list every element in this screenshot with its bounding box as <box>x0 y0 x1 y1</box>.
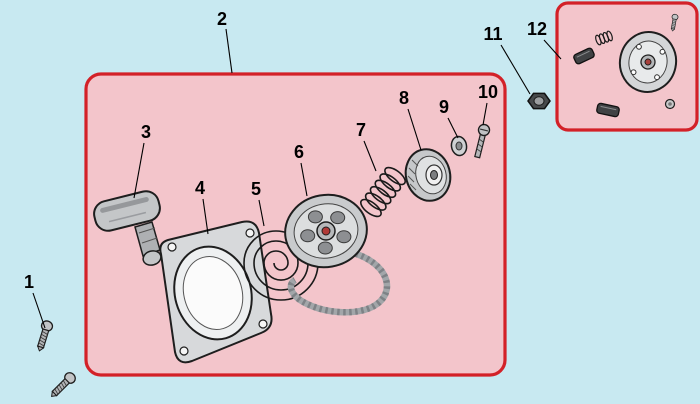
callout-4: 4 <box>195 178 209 235</box>
pulley-center <box>321 226 331 236</box>
callout-3: 3 <box>133 122 151 199</box>
callout-1: 1 <box>24 272 46 329</box>
starter-cup <box>618 31 678 93</box>
housing-screw-hole <box>245 228 255 238</box>
callout-9-number: 9 <box>439 97 449 117</box>
callout-2-number: 2 <box>217 9 227 29</box>
drum-center-hole <box>430 170 438 180</box>
starter-pawl <box>573 47 595 65</box>
callout-8: 8 <box>399 88 422 151</box>
flange-nut <box>527 92 551 110</box>
callout-4-number: 4 <box>195 178 205 198</box>
callout-10-leader <box>482 102 488 126</box>
callout-4-leader <box>202 198 209 235</box>
callout-1-leader <box>32 292 46 329</box>
callout-2: 2 <box>217 9 233 74</box>
housing-screw-hole <box>258 319 268 329</box>
callout-12-leader <box>543 39 562 60</box>
starter-rope <box>287 248 391 316</box>
starter-handle <box>93 190 162 266</box>
starter-pawl <box>596 102 620 118</box>
callout-11: 11 <box>483 24 531 95</box>
pulley-spoke-cutout <box>307 210 323 224</box>
callout-7: 7 <box>356 120 377 172</box>
callout-7-number: 7 <box>356 120 366 140</box>
callout-11-number: 11 <box>483 24 502 44</box>
pulley-spoke-cutout <box>317 241 333 255</box>
callout-5-number: 5 <box>251 179 261 199</box>
pawl-spring <box>595 30 613 46</box>
pawl-sub-assembly <box>573 13 679 118</box>
callout-6: 6 <box>294 142 308 197</box>
callout-10: 10 <box>478 82 498 126</box>
callout-12-number: 12 <box>527 19 547 39</box>
housing-screw-hole <box>179 346 189 356</box>
pulley-spoke-cutout <box>300 229 316 243</box>
callout-10-number: 10 <box>478 82 498 102</box>
callout-7-leader <box>363 140 377 172</box>
callout-1-number: 1 <box>24 272 34 292</box>
pulley-spoke-cutout <box>336 230 352 244</box>
callout-9-leader <box>447 117 459 139</box>
callout-8-leader <box>407 108 422 151</box>
callout-6-leader <box>300 162 308 197</box>
callout-11-leader <box>500 44 531 95</box>
callout-3-number: 3 <box>141 122 151 142</box>
starter-pawl-drum <box>404 148 452 202</box>
callout-9: 9 <box>439 97 459 139</box>
callout-3-leader <box>133 142 145 199</box>
housing-screw-hole <box>167 242 177 252</box>
callout-6-number: 6 <box>294 142 304 162</box>
center-screw <box>474 123 491 159</box>
pulley-spoke-cutout <box>330 211 346 225</box>
callout-8-number: 8 <box>399 88 409 108</box>
callout-5-leader <box>258 199 265 227</box>
pawl-washer <box>664 98 676 110</box>
rope-pulley <box>284 193 368 269</box>
callout-5: 5 <box>251 179 265 227</box>
callout-12: 12 <box>527 19 562 60</box>
callout-2-leader <box>225 28 233 74</box>
callouts: 1 2 3 4 5 6 7 8 <box>24 9 562 329</box>
